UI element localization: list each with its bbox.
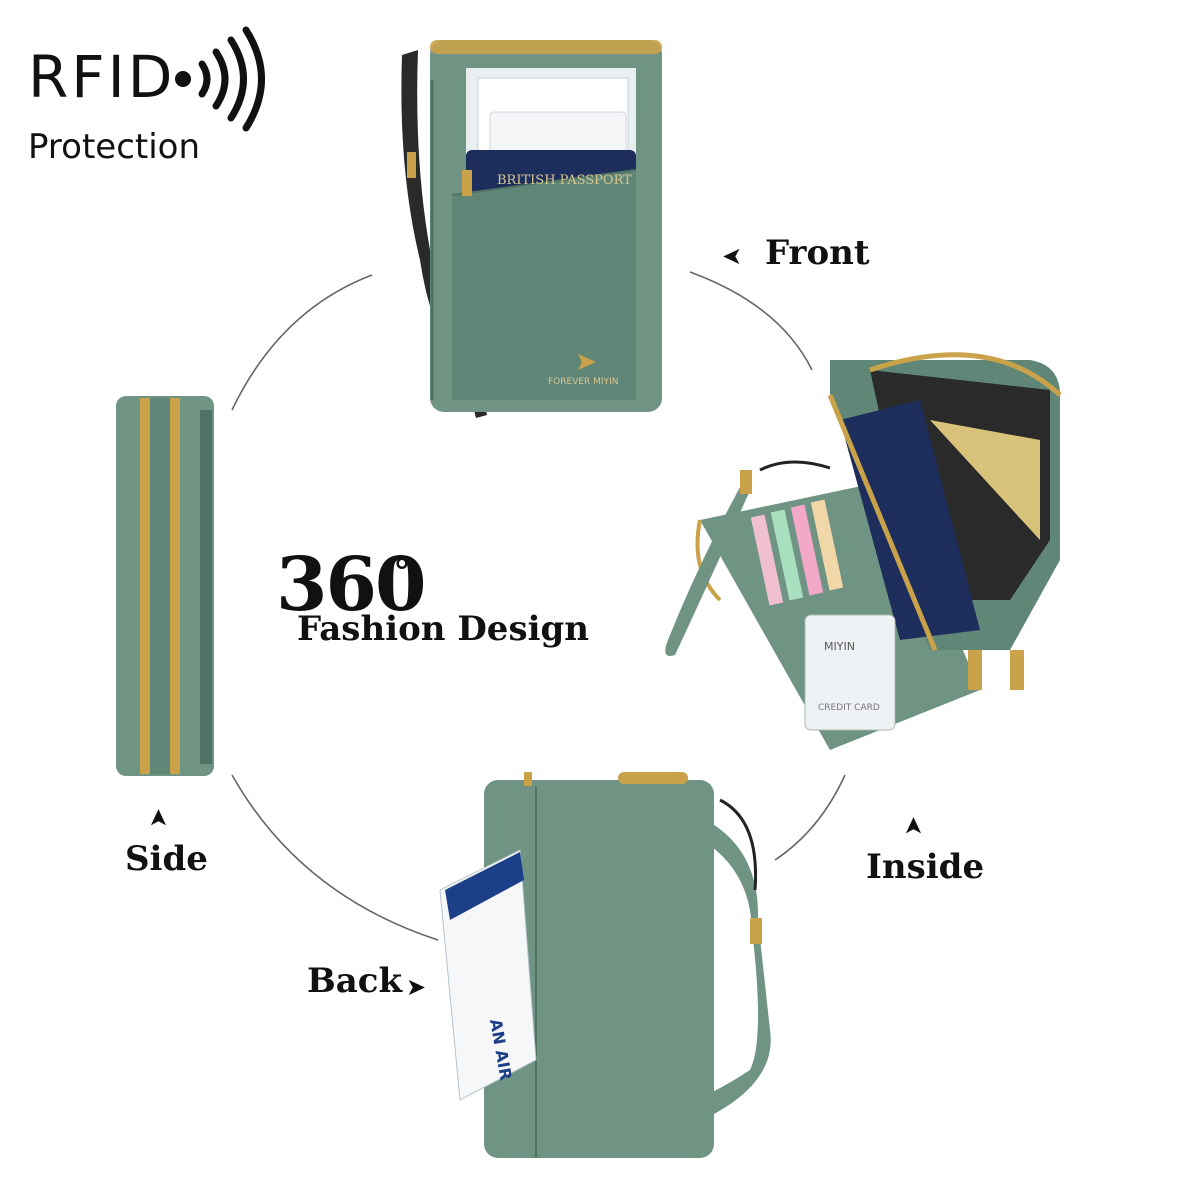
front-brand-text: FOREVER MIYIN [548,377,618,387]
orbit-arcs [231,271,846,941]
up-arrow-icon: ➤ [899,815,928,837]
up-arrow-icon: ➤ [144,807,173,829]
arc-top-right [689,271,813,371]
back-wallet-image [439,772,771,1158]
fashion-design-heading: Fashion Design [297,609,589,649]
side-wallet-image [116,396,214,776]
right-arrow-icon: ➤ [406,973,427,1001]
left-arrow-icon: ➤ [722,242,743,270]
rfid-subtitle: Protection [28,127,201,167]
back-label: Back [307,961,403,1001]
front-label: Front [765,233,870,273]
arc-bottom-right [774,774,846,861]
inside-wallet-image [665,352,1062,750]
rfid-signal-icon [175,26,265,132]
side-label: Side [125,839,208,879]
arc-top-left [231,274,373,411]
front-wallet-image [401,40,662,418]
rotation-degrees: 360 [276,542,426,628]
passport-text: BRITISH PASSPORT [497,173,632,188]
rfid-title: RFID [28,43,176,111]
inside-card-brand: MIYIN [824,640,855,653]
inside-card-text: CREDIT CARD [818,703,880,713]
inside-label: Inside [866,847,985,887]
degree-symbol: ° [393,553,411,594]
arc-bottom-left [231,774,439,941]
